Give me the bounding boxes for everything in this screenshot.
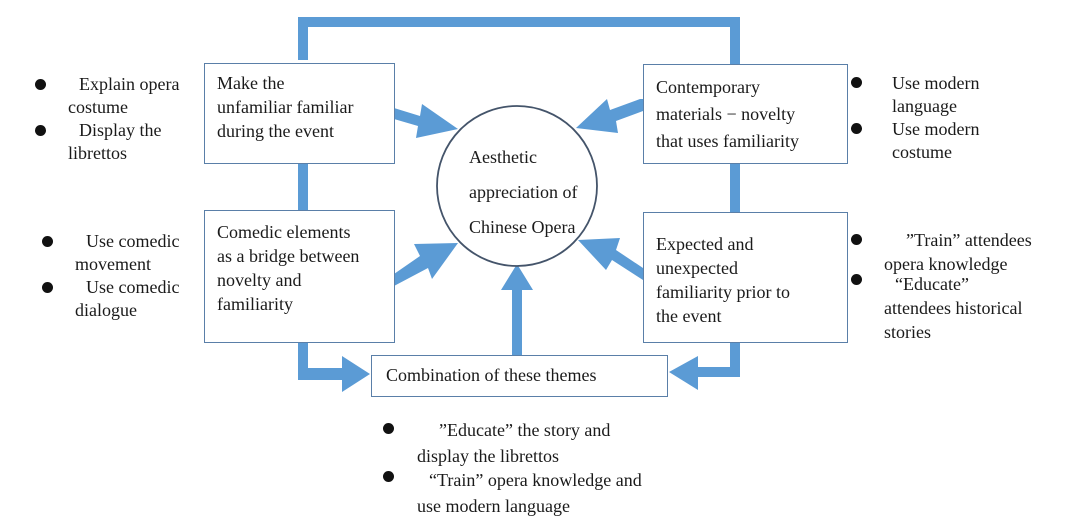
bullet-item: ”Train” attendees opera knowledge	[851, 228, 1032, 276]
bullet-item: “Train” opera knowledge and use modern l…	[383, 467, 642, 519]
bullet-item: ”Educate” the story and display the libr…	[383, 417, 642, 469]
bullet-text-cont: costume	[892, 142, 952, 162]
bullet-dot-icon	[383, 423, 394, 434]
bullet-item: Use comedic movement	[42, 230, 179, 276]
bullet-item: “Educate” attendees historical stories	[851, 272, 1032, 344]
arrow-top-left-to-center	[394, 104, 458, 138]
bullets-bottom-center: ”Educate” the story and display the libr…	[383, 417, 642, 519]
box-text-line: that uses familiarity	[656, 131, 799, 151]
center-line-1: Aesthetic	[469, 147, 537, 167]
bullet-text-cont: librettos	[68, 143, 127, 163]
bullet-text-cont: costume	[68, 97, 128, 117]
top-loop-connector	[298, 17, 740, 65]
box-comedic-elements: Comedic elements as a bridge between nov…	[204, 210, 395, 343]
bullet-dot-icon	[35, 125, 46, 136]
bullet-item: Display the librettos	[35, 119, 179, 165]
bullet-text: “Train” opera knowledge and	[429, 470, 642, 490]
box-text-line: during the event	[217, 121, 334, 141]
bullet-text-cont: use modern language	[417, 496, 570, 516]
box-text-line: familiarity	[217, 294, 293, 314]
bullet-dot-icon	[851, 234, 862, 245]
bullet-text: ”Educate” the story and	[439, 420, 611, 440]
box-contemporary-materials: Contemporary materials − novelty that us…	[643, 64, 848, 164]
bullet-text: ”Train” attendees	[906, 230, 1032, 250]
bullets-top-right: Use modern language Use modern costume	[851, 72, 979, 164]
bullet-text: Use modern	[892, 119, 980, 139]
bullet-text: “Educate”	[895, 274, 969, 294]
bullet-text: Use comedic	[86, 277, 180, 297]
bullet-text-cont: stories	[884, 322, 931, 342]
bullet-dot-icon	[383, 471, 394, 482]
bullet-item: Use modern language	[851, 72, 979, 118]
arrow-top-right-to-center	[576, 99, 643, 133]
box-text-line: unexpected	[656, 258, 738, 278]
center-line-2: appreciation of	[469, 182, 578, 202]
bullet-item: Use comedic dialogue	[42, 276, 179, 322]
bullet-dot-icon	[851, 77, 862, 88]
bullet-text-cont: language	[892, 96, 957, 116]
arrow-bottom-right-to-center	[578, 238, 643, 280]
center-circle	[436, 105, 598, 267]
bullet-text: Display the	[79, 120, 162, 140]
bullet-text-cont: display the librettos	[417, 446, 559, 466]
box-expected-unexpected-familiarity: Expected and unexpected familiarity prio…	[643, 212, 848, 343]
box-text-line: the event	[656, 306, 722, 326]
bullet-dot-icon	[851, 123, 862, 134]
bullet-text-cont: attendees historical	[884, 298, 1023, 318]
arrow-bottom-center-to-center	[501, 264, 533, 355]
arrow-bottom-left-to-combination	[298, 335, 370, 392]
box-text-line: Combination of these themes	[386, 365, 597, 385]
bullet-text: Use comedic	[86, 231, 180, 251]
bullets-top-left: Explain opera costume Display the libret…	[35, 73, 179, 165]
bullet-item: Explain opera costume	[35, 73, 179, 119]
bullet-dot-icon	[42, 282, 53, 293]
box-text-line: unfamiliar familiar	[217, 97, 354, 117]
box-text-line: familiarity prior to	[656, 282, 790, 302]
box-combination-of-themes: Combination of these themes	[371, 355, 668, 397]
bullets-bottom-left: Use comedic movement Use comedic dialogu…	[42, 230, 179, 322]
bullet-text-cont: dialogue	[75, 300, 137, 320]
bullets-bottom-right: ”Train” attendees opera knowledge “Educa…	[851, 228, 1032, 344]
box-text-line: Expected and	[656, 234, 754, 254]
box-text-line: Comedic elements	[217, 222, 351, 242]
bullet-text-cont: opera knowledge	[884, 254, 1008, 274]
left-vertical-connector	[298, 163, 308, 211]
arrow-bottom-right-to-combination	[669, 335, 740, 390]
center-concept-label: Aesthetic appreciation of Chinese Opera	[469, 140, 577, 245]
box-text-line: Make the	[217, 73, 285, 93]
center-line-3: Chinese Opera	[469, 217, 576, 237]
box-text-line: materials − novelty	[656, 104, 796, 124]
box-text-line: novelty and	[217, 270, 302, 290]
bullet-dot-icon	[42, 236, 53, 247]
arrow-bottom-left-to-center	[394, 243, 458, 286]
right-vertical-connector	[730, 163, 740, 213]
box-make-unfamiliar-familiar: Make the unfamiliar familiar during the …	[204, 63, 395, 164]
bullet-dot-icon	[35, 79, 46, 90]
box-text-line: Contemporary	[656, 77, 760, 97]
bullet-text-cont: movement	[75, 254, 151, 274]
box-text-line: as a bridge between	[217, 246, 360, 266]
bullet-text: Use modern	[892, 73, 980, 93]
bullet-text: Explain opera	[79, 74, 180, 94]
bullet-dot-icon	[851, 274, 862, 285]
bullet-item: Use modern costume	[851, 118, 979, 164]
